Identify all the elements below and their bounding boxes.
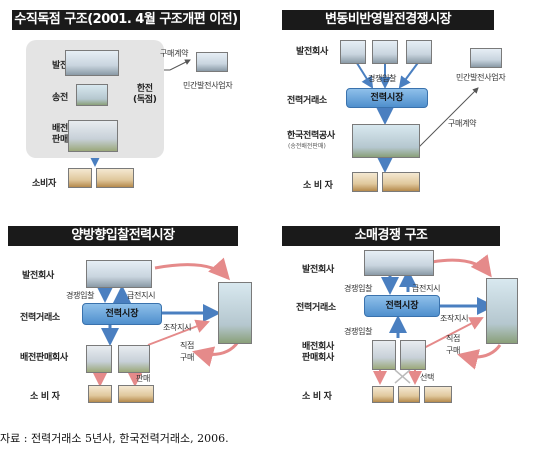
genco-image-2 [372,40,398,64]
panel3-buy-label: 구매 [180,353,195,362]
panel2-factory-image [382,172,420,192]
panel3-market-box: 전력시장 [82,303,162,325]
panel2-kepco-label: 한국전력공사 [287,131,335,141]
dist-line1: 배전 [52,124,68,134]
ipp-plant-image [196,52,228,72]
panel3-factory-image [118,385,154,403]
dist-line2: 판매 [52,135,68,145]
panel2-bidding-label: 경쟁입찰 [368,74,397,83]
panel4-buy-label: 구매 [446,346,461,355]
panel4-genco-image [364,250,434,276]
kepco-line2: (독점) [133,95,157,105]
panel4-title: 소매경쟁 구조 [282,226,500,246]
panel2-house-image [352,172,378,192]
panel3-exchange-label: 전력거래소 [20,313,60,323]
panel2-exchange-label: 전력거래소 [287,96,327,106]
panel3-house-image [88,385,112,403]
panel4-distco-image-1 [372,340,396,370]
panel2-title: 변동비반영발전경쟁시장 [282,10,494,30]
panel1-purchase-label: 구매계약 [160,49,189,58]
panel4-gencos-label: 발전회사 [302,265,334,275]
panel3-distco-image-1 [86,345,112,373]
panel3-genco-image [86,260,152,288]
panel2-ipp-label: 민간발전사업자 [456,73,506,82]
panel3-control-label: 조작지시 [163,323,192,332]
panel1-trans-label: 송전 [52,93,68,103]
panel4-bidding-top-label: 경쟁입찰 [344,284,373,293]
factory-image [96,168,134,188]
house-image [68,168,92,188]
panel4-house-image-2 [398,386,420,403]
panel2-ipp-image [470,48,502,68]
panel3-direct-label: 직접 [180,341,195,350]
genco-image-3 [406,40,432,64]
distco-line2: 판매회사 [302,353,334,363]
panel1-gen-label: 발전 [52,61,68,71]
transmission-tower-image [76,84,108,106]
panel4-bidding-bottom-label: 경쟁입찰 [344,327,373,336]
panel4-factory-image [424,386,452,403]
distco-line1: 배전회사 [302,342,334,352]
panel4-consumer-label: 소 비 자 [302,392,332,402]
panel1-kepco-label: 한전 (독점) [133,84,157,106]
panel4-distco-label: 배전회사 판매회사 [302,342,334,364]
panel4-market-box: 전력시장 [364,295,440,317]
panel3-distco-image-2 [118,345,150,373]
genco-image-1 [340,40,366,64]
panel3-dispatch-label: 급전지시 [127,291,156,300]
panel3-title: 양방향입찰전력시장 [8,226,238,246]
panel2-kepco-image [352,124,420,158]
panel4-house-image-1 [372,386,394,403]
kepco-line1: 한전 [136,84,153,94]
panel4-distco-image-2 [400,340,426,370]
panel3-gencos-label: 발전회사 [22,271,54,281]
distribution-image [68,120,118,152]
panel3-distco-label: 배전판매회사 [20,353,68,363]
panel2-kepco-sub: (송전배전판매) [288,143,326,150]
panel2-consumer-label: 소 비 자 [303,181,333,191]
panel4-dispatch-label: 급전지시 [412,284,441,293]
panel2-market-box: 전력시장 [346,88,428,108]
power-plant-image [65,50,119,76]
panel2-gencos-label: 발전회사 [296,47,328,57]
panel2-purchase-label: 구매계약 [448,119,477,128]
panel4-exchange-label: 전력거래소 [296,303,336,313]
panel1-dist-label: 배전 판매 [52,124,68,146]
panel3-bidding-label: 경쟁입찰 [66,291,95,300]
panel3-sell-label: 판매 [136,374,151,383]
panel3-tower-image [218,282,252,344]
source-caption: 자료 : 전력거래소 5년사, 한국전력거래소, 2006. [0,432,229,445]
panel4-tower-image [486,278,518,344]
panel4-direct-label: 직접 [446,334,461,343]
panel1-title: 수직독점 구조(2001. 4월 구조개편 이전) [12,10,240,30]
panel1-consumer-label: 소비자 [32,179,56,189]
panel1-ipp-label: 민간발전사업자 [183,81,233,90]
panel4-control-label: 조작지시 [440,314,469,323]
panel4-choice-label: 선택 [420,373,435,382]
panel3-consumer-label: 소 비 자 [30,392,60,402]
